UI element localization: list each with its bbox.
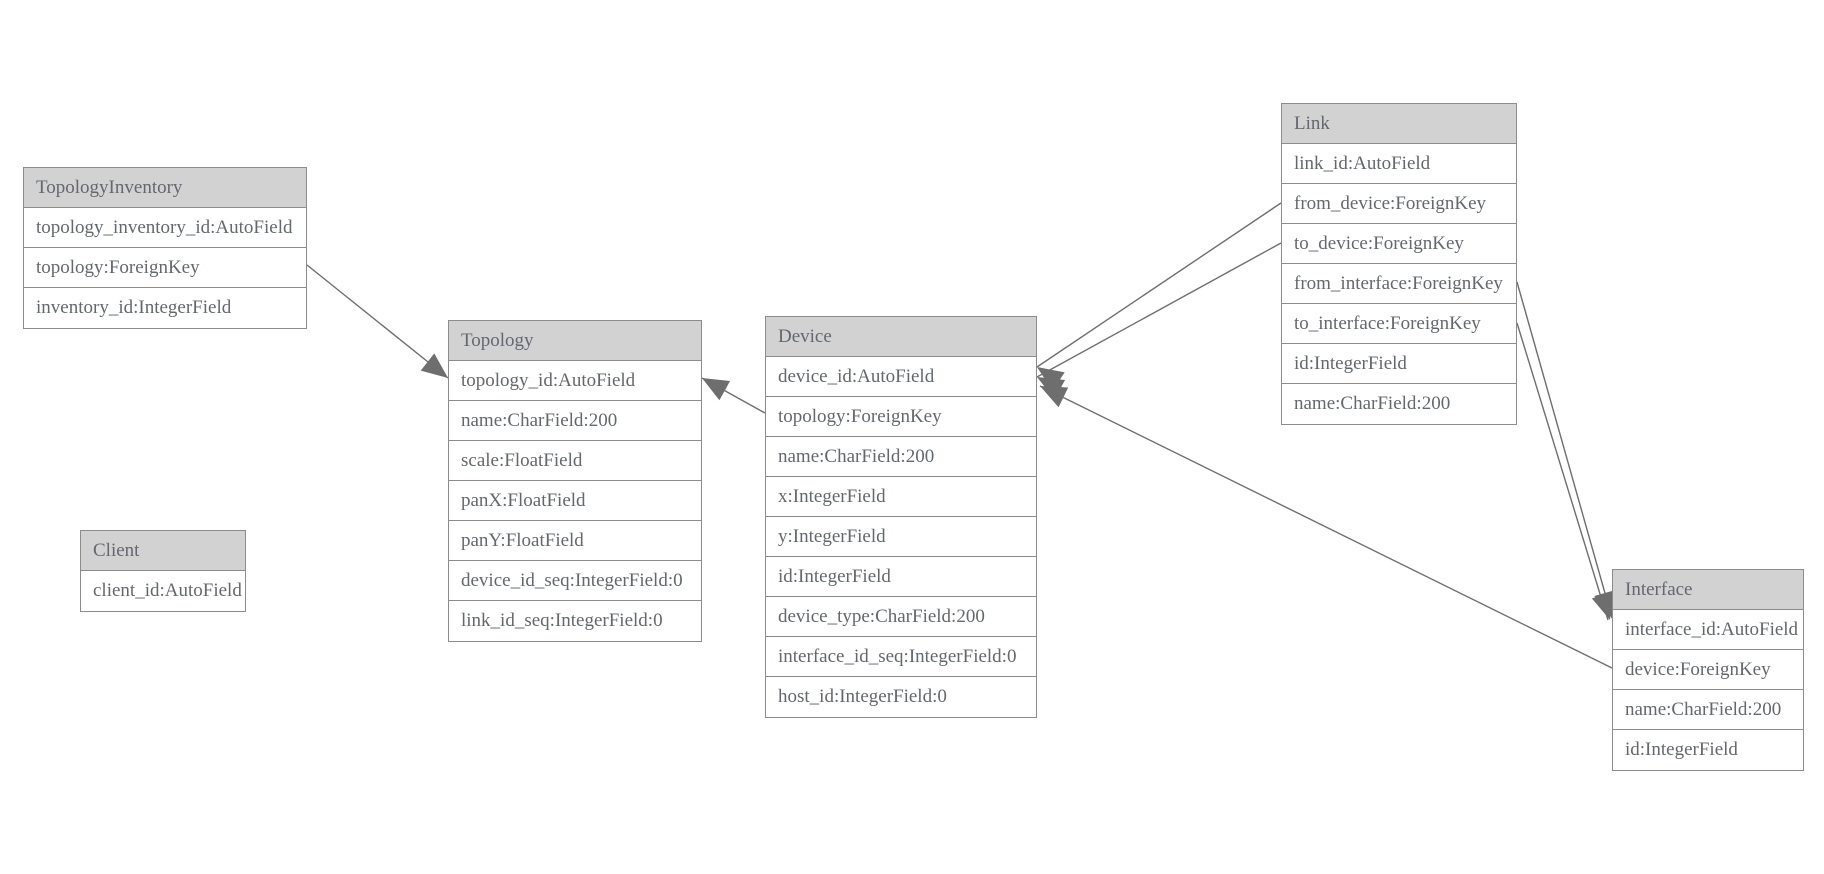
entity-field: panY:FloatField: [449, 521, 701, 561]
relationship-line: [1516, 281, 1613, 619]
entity-field: name:CharField:200: [449, 401, 701, 441]
entity-field: to_interface:ForeignKey: [1282, 304, 1516, 344]
relationship-line: [306, 264, 449, 379]
rel-link-from-device: [1036, 202, 1282, 391]
entity-title-link: Link: [1282, 104, 1516, 144]
entity-field: from_device:ForeignKey: [1282, 184, 1516, 224]
relationship-arrowhead: [1040, 386, 1069, 408]
entity-field: scale:FloatField: [449, 441, 701, 481]
relationship-line: [701, 377, 766, 414]
entity-field: id:IntegerField: [1625, 739, 1738, 760]
entity-title-topology_inventory: TopologyInventory: [24, 168, 306, 208]
relationship-line: [1516, 322, 1609, 621]
entity-field: id:IntegerField: [766, 557, 1036, 597]
entity-field: link_id_seq:IntegerField:0: [461, 610, 663, 631]
entity-field: id:IntegerField: [1282, 344, 1516, 384]
entity-field: x:IntegerField: [766, 477, 1036, 517]
entity-field: y:IntegerField: [766, 517, 1036, 557]
entity-field: device_id:AutoField: [766, 357, 1036, 397]
relationship-line: [1036, 242, 1282, 378]
rel-link-from-interface: [1516, 281, 1616, 619]
entity-field: host_id:IntegerField:0: [778, 686, 947, 707]
entity-field: panX:FloatField: [449, 481, 701, 521]
entity-field: device_id_seq:IntegerField:0: [449, 561, 701, 601]
entity-title-device: Device: [766, 317, 1036, 357]
rel-link-to-device: [1036, 242, 1282, 400]
entity-client[interactable]: Client client_id:AutoField: [80, 530, 246, 612]
rel-topologyinventory-topology: [306, 264, 449, 379]
entity-field: device:ForeignKey: [1613, 650, 1803, 690]
entity-field: client_id:AutoField: [93, 580, 242, 601]
entity-title-client: Client: [81, 531, 245, 571]
entity-field: inventory_id:IntegerField: [36, 297, 232, 318]
relationship-line: [1039, 385, 1613, 669]
entity-field: interface_id_seq:IntegerField:0: [766, 637, 1036, 677]
entity-field: topology:ForeignKey: [24, 248, 306, 288]
entity-field: interface_id:AutoField: [1613, 610, 1803, 650]
rel-device-topology: [701, 377, 766, 414]
entity-field: name:CharField:200: [1613, 690, 1803, 730]
entity-title-interface: Interface: [1613, 570, 1803, 610]
entity-title-topology: Topology: [449, 321, 701, 361]
entity-field: to_device:ForeignKey: [1282, 224, 1516, 264]
entity-field: topology_id:AutoField: [449, 361, 701, 401]
entity-field: device_type:CharField:200: [766, 597, 1036, 637]
entity-field: link_id:AutoField: [1282, 144, 1516, 184]
entity-field: name:CharField:200: [766, 437, 1036, 477]
entity-field: from_interface:ForeignKey: [1282, 264, 1516, 304]
relationship-line: [1036, 202, 1282, 368]
entity-field: topology:ForeignKey: [766, 397, 1036, 437]
entity-field: topology_inventory_id:AutoField: [24, 208, 306, 248]
entity-field: name:CharField:200: [1294, 393, 1451, 414]
rel-link-to-interface: [1516, 322, 1613, 621]
